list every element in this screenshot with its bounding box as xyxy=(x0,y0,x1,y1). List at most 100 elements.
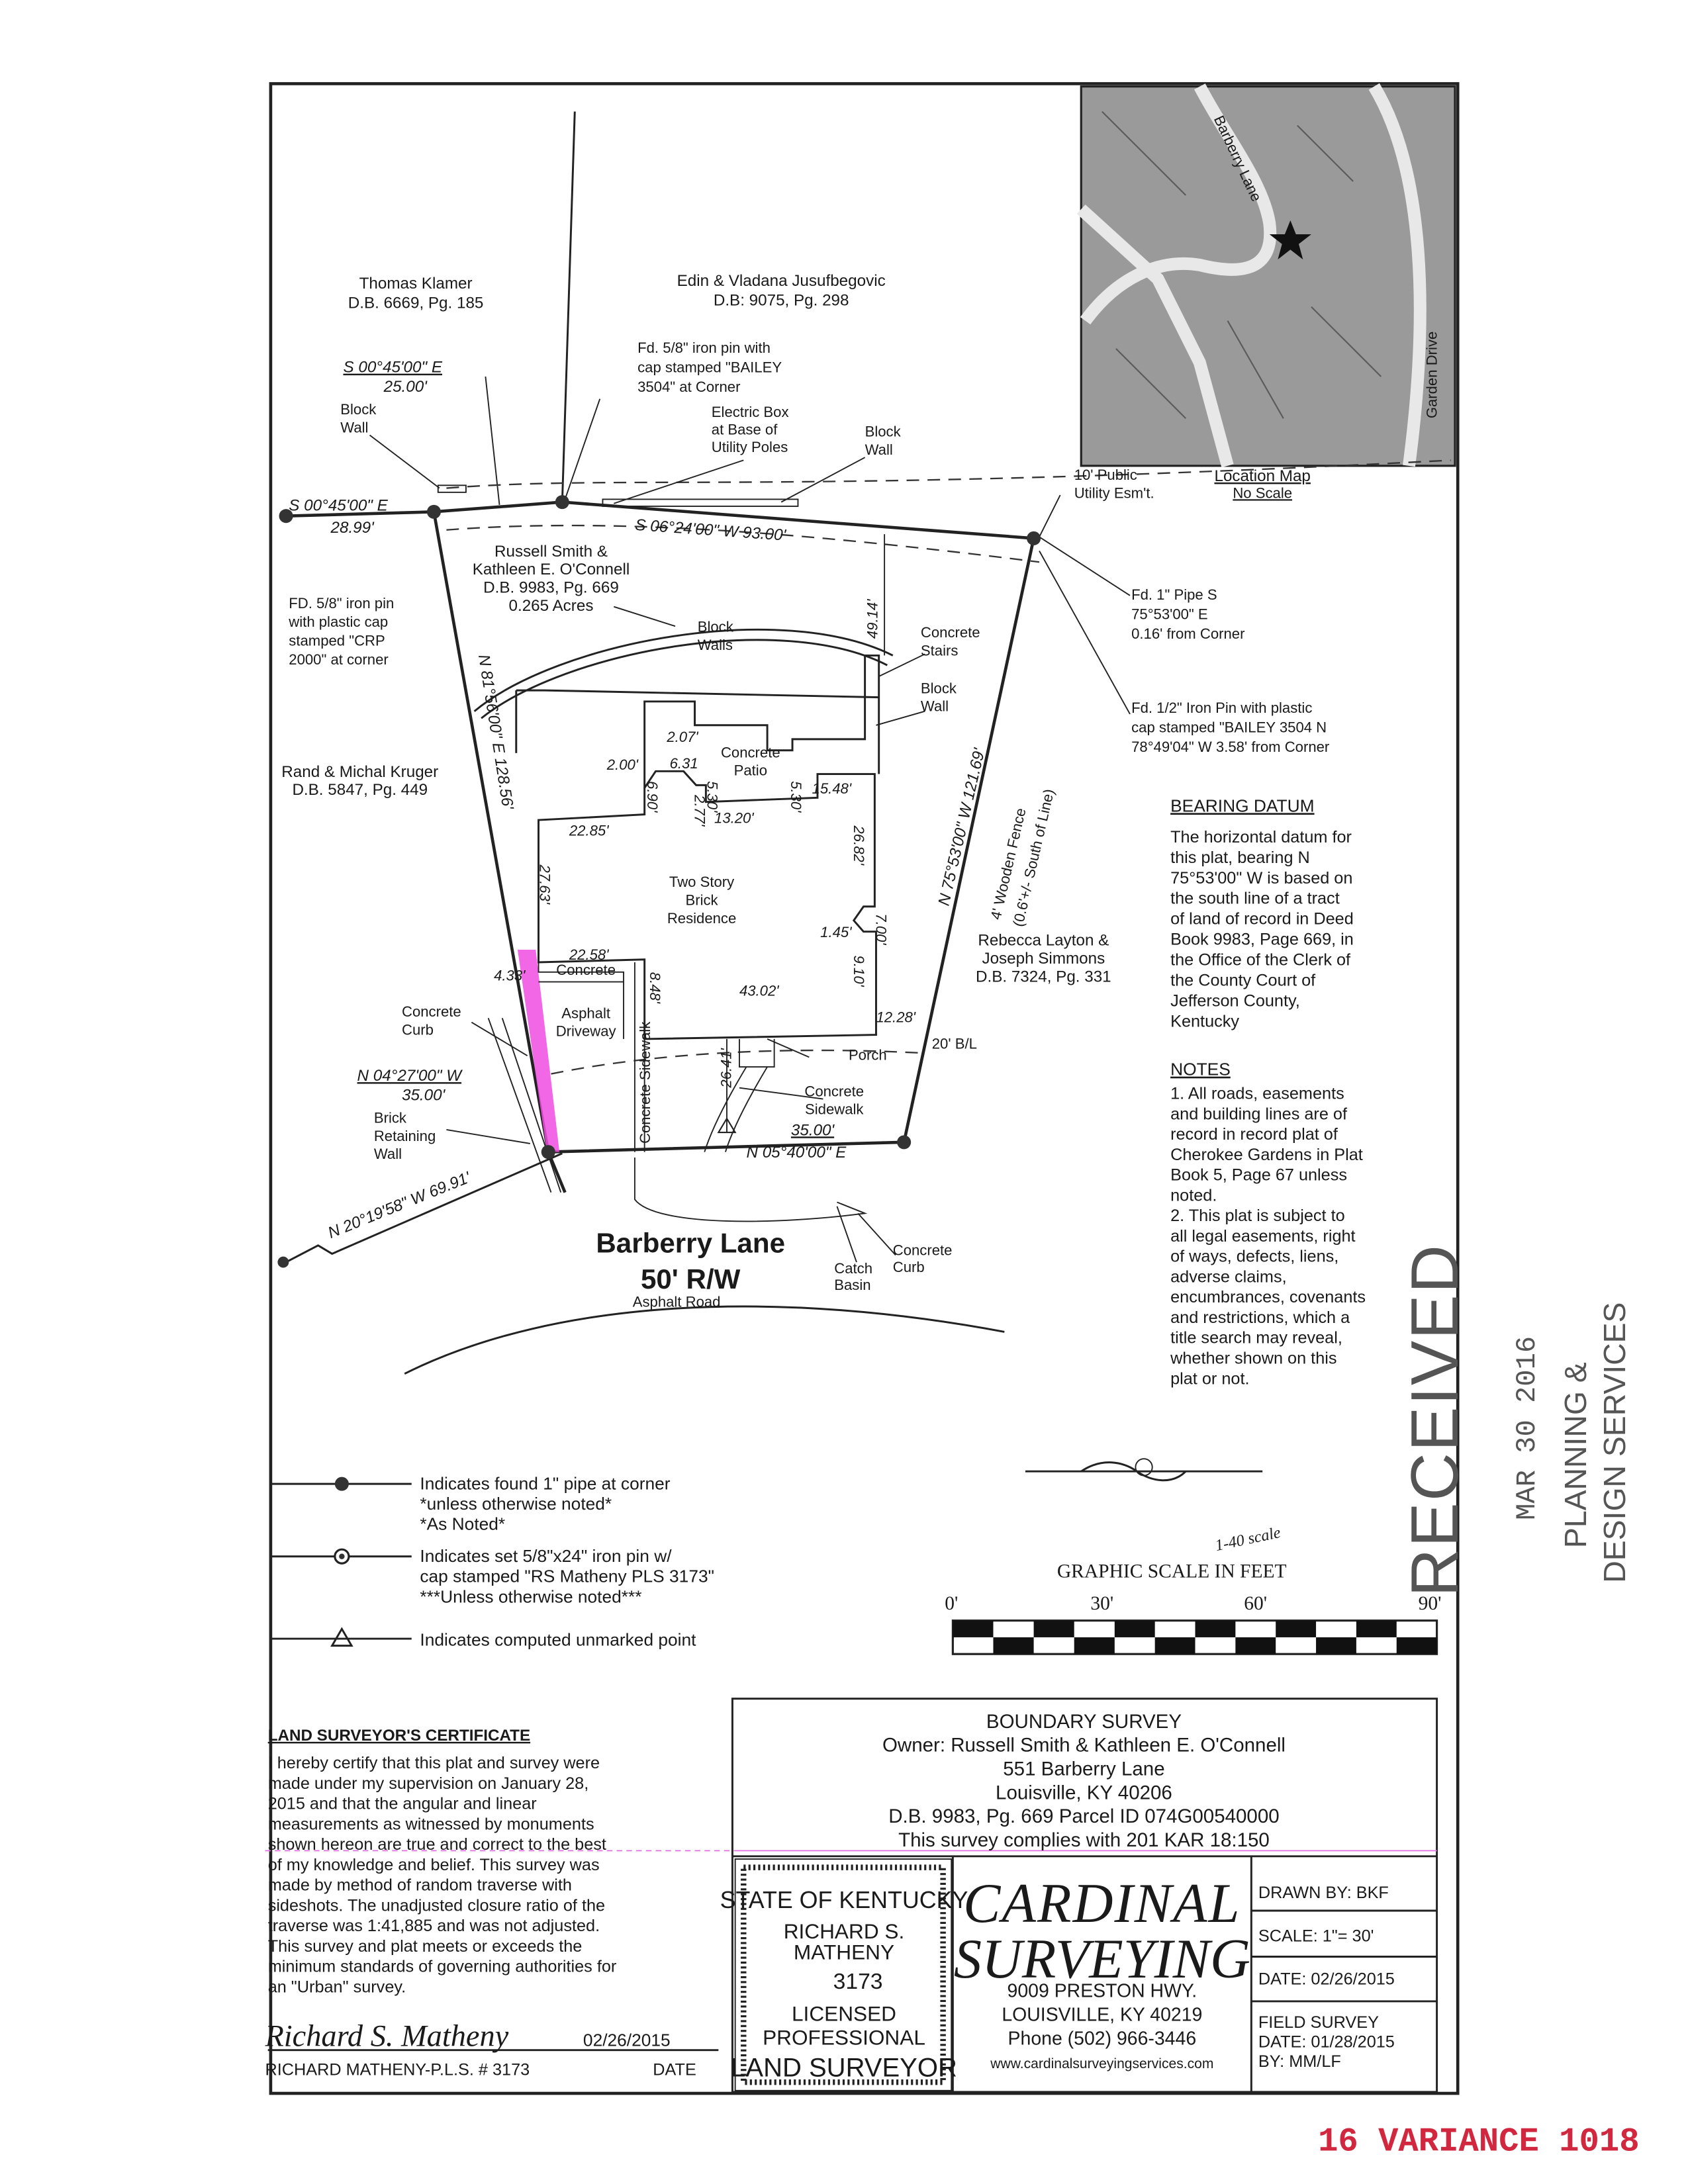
location-map: Barberry Lane Garden Drive xyxy=(1076,83,1456,468)
house-label: Residence xyxy=(667,910,736,927)
highlighted-encroachment xyxy=(517,950,560,1152)
scale-segment xyxy=(1316,1637,1356,1655)
callout: Basin xyxy=(834,1277,870,1293)
legend-text: Indicates computed unmarked point xyxy=(420,1630,696,1650)
certificate-line: an "Urban" survey. xyxy=(268,1978,406,1996)
road-row: 50' R/W xyxy=(641,1263,741,1295)
scale-segment xyxy=(1074,1637,1115,1655)
road-surface: Asphalt Road xyxy=(633,1294,721,1310)
callout: Catch xyxy=(834,1260,872,1277)
road-tie-call: N 20°19'58" W 69.91' xyxy=(326,1168,474,1242)
map-street-label: Garden Drive xyxy=(1424,332,1440,418)
adjoiner-label: Thomas Klamer xyxy=(359,275,473,293)
scale-tick-label: 60' xyxy=(1244,1593,1267,1614)
callout: 0.16' from Corner xyxy=(1131,625,1244,642)
scale-tick-label: 30' xyxy=(1090,1593,1113,1614)
callout: at Base of xyxy=(712,421,778,437)
road-name: Barberry Lane xyxy=(596,1227,785,1258)
certificate-line: sideshots. The unadjusted closure ratio … xyxy=(268,1896,605,1915)
scale-segment xyxy=(1154,1637,1196,1655)
adjoiner-label: D.B. 7324, Pg. 331 xyxy=(976,968,1111,986)
dimension: 1.45' xyxy=(820,924,852,940)
dimension: 15.48' xyxy=(812,780,852,797)
company-name: CARDINAL xyxy=(963,1873,1241,1934)
call-distance: 28.99' xyxy=(330,519,375,537)
found-pipe-icon xyxy=(541,1145,555,1160)
notes-line: encumbrances, covenants xyxy=(1170,1288,1366,1306)
driveway-label: Driveway xyxy=(556,1023,617,1040)
dimension: 13.20' xyxy=(714,809,754,826)
certificate-line: traverse was 1:41,885 and was not adjust… xyxy=(268,1917,600,1935)
scale-segment xyxy=(993,1637,1034,1655)
found-pipe-icon xyxy=(426,504,441,519)
company-address: www.cardinalsurveyingservices.com xyxy=(990,2056,1213,2071)
certificate-line: made by method of random traverse with xyxy=(268,1876,572,1895)
legend xyxy=(272,1477,412,1647)
scale-segment xyxy=(1033,1620,1074,1637)
callout: Walls xyxy=(698,637,733,653)
monuments xyxy=(277,495,1041,1268)
notes-line: all legal easements, right xyxy=(1170,1227,1355,1246)
west-line-call: N 81°56'00" E 128.56' xyxy=(475,653,517,811)
patio-label: Concrete xyxy=(721,744,780,760)
callout: Utility Poles xyxy=(712,439,788,455)
callout: 75°53'00" E xyxy=(1131,606,1208,623)
notes-line: and restrictions, which a xyxy=(1170,1308,1350,1327)
dimension: 49.14' xyxy=(865,599,881,639)
north-arrow-icon xyxy=(1025,1458,1263,1482)
found-pipe-icon xyxy=(277,1256,289,1268)
callout: Wall xyxy=(865,441,893,458)
adjoiner-label: D.B: 9075, Pg. 298 xyxy=(714,291,849,309)
certificate-line: minimum standards of governing authoriti… xyxy=(268,1958,617,1976)
callout: 3504" at Corner xyxy=(637,379,740,395)
callout: Brick xyxy=(374,1109,407,1126)
callout: Sidewalk xyxy=(805,1101,864,1118)
adjoiner-label: Rebecca Layton & xyxy=(978,932,1109,950)
house-label: Brick xyxy=(685,892,718,909)
callout: 78°49'04" W 3.58' from Corner xyxy=(1131,739,1329,755)
certificate-line: shown hereon are true and correct to the… xyxy=(268,1835,606,1854)
received-dept: PLANNING & xyxy=(1558,1362,1593,1548)
subject-star-icon xyxy=(1269,220,1311,259)
dimension: 6.90' xyxy=(644,781,661,813)
callout: Retaining xyxy=(374,1128,436,1144)
graphic-scale-title: GRAPHIC SCALE IN FEET xyxy=(1057,1561,1287,1582)
notes-line: and building lines are of xyxy=(1170,1105,1348,1123)
scale-tick-label: 0' xyxy=(945,1593,958,1614)
date-label: DATE xyxy=(653,2061,696,2079)
call-bearing: N 04°27'00" W xyxy=(357,1067,463,1085)
callout: Concrete xyxy=(804,1083,864,1099)
north-line-call: S 06°24'00" W 93.00' xyxy=(634,516,787,545)
callout: cap stamped "BAILEY xyxy=(637,359,782,376)
adjoiner-label: Edin & Vladana Jusufbegovic xyxy=(677,272,886,290)
dimension: 5.30' xyxy=(704,781,720,813)
callout: Concrete xyxy=(921,624,980,641)
bearing-datum-line: Kentucky xyxy=(1170,1013,1239,1031)
seal-text: MATHENY xyxy=(794,1940,894,1964)
case-number: 16 VARIANCE 1018 xyxy=(1318,2123,1639,2161)
title-block-line: Owner: Russell Smith & Kathleen E. O'Con… xyxy=(882,1735,1286,1756)
callout: Concrete xyxy=(402,1003,461,1020)
notes-line: noted. xyxy=(1170,1186,1217,1205)
scale-segment xyxy=(1276,1620,1317,1637)
notes-line: plat or not. xyxy=(1170,1369,1249,1388)
callout: Electric Box xyxy=(712,404,789,420)
location-map-scale: No Scale xyxy=(1233,484,1292,501)
found-pipe-icon xyxy=(897,1135,912,1150)
dimension: 26.82' xyxy=(851,825,867,866)
scale-segment xyxy=(953,1620,994,1637)
dimension: 6.31 xyxy=(670,755,698,772)
boundary xyxy=(285,111,1451,1375)
title-block: 3173 CARDINAL SURVEYING DRAWN BY: BKF SC… xyxy=(731,1698,1438,2093)
notes-line: 2. This plat is subject to xyxy=(1170,1206,1345,1225)
callout: Fd. 5/8" iron pin with xyxy=(637,340,771,356)
bearing-datum-line: the Office of the Clerk of xyxy=(1170,951,1351,970)
subject-owner: D.B. 9983, Pg. 669 xyxy=(483,579,619,597)
certificate-line: measurements as witnessed by monuments xyxy=(268,1815,594,1833)
certificate-line: This survey and plat meets or exceeds th… xyxy=(268,1937,583,1956)
title-block-line: This survey complies with 201 KAR 18:150 xyxy=(898,1829,1270,1851)
scale-segment xyxy=(1356,1620,1397,1637)
callout: Block xyxy=(340,401,377,418)
concrete-label: Concrete xyxy=(556,962,616,978)
signature: Richard S. Matheny xyxy=(264,2019,508,2053)
